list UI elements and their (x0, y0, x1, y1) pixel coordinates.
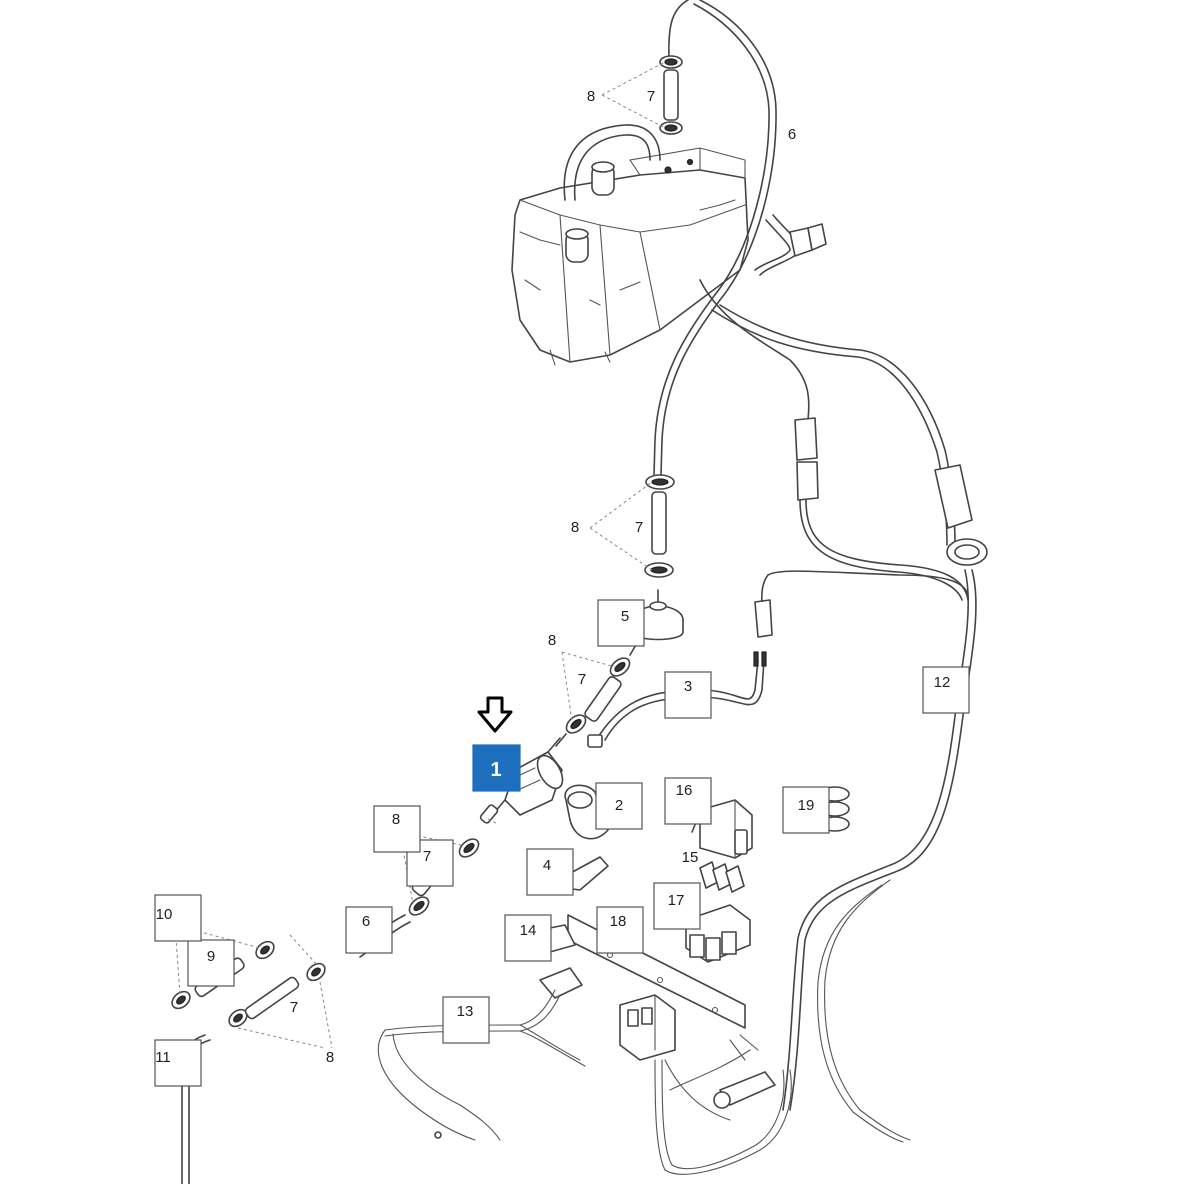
callout-5[interactable]: 5 (597, 599, 645, 647)
callout-14[interactable]: 14 (504, 914, 552, 962)
callout-2[interactable]: 2 (595, 782, 643, 830)
selection-arrow (477, 696, 513, 733)
svg-text:3: 3 (684, 678, 692, 695)
damper-part[interactable] (629, 589, 684, 656)
callout-7-bottom[interactable]: 7 (290, 999, 298, 1016)
svg-text:7: 7 (647, 88, 655, 105)
svg-text:12: 12 (934, 674, 951, 691)
callout-19[interactable]: 19 (782, 786, 830, 834)
callout-16[interactable]: 16 (664, 777, 712, 825)
svg-text:4: 4 (543, 857, 551, 874)
callout-15[interactable]: 15 (682, 849, 699, 866)
callout-1[interactable]: 1 (472, 744, 521, 792)
callout-3[interactable]: 3 (664, 671, 712, 719)
svg-text:5: 5 (621, 608, 629, 625)
heater-unit[interactable] (511, 124, 749, 366)
svg-text:1: 1 (490, 759, 501, 781)
callout-7-pump[interactable]: 7 (578, 671, 586, 688)
fuse-holder[interactable] (685, 904, 751, 963)
svg-text:6: 6 (788, 126, 796, 143)
svg-text:7: 7 (290, 999, 298, 1016)
svg-text:7: 7 (635, 519, 643, 536)
callout-7-mid[interactable]: 7 (635, 519, 643, 536)
svg-text:18: 18 (610, 913, 627, 930)
svg-text:8: 8 (548, 632, 556, 649)
callout-9[interactable]: 9 (187, 939, 235, 987)
down-arrow-icon (477, 696, 513, 733)
callout-8-pump[interactable]: 8 (548, 632, 556, 649)
svg-text:8: 8 (392, 811, 400, 828)
callout-7-top[interactable]: 7 (647, 88, 655, 105)
callout-4[interactable]: 4 (526, 848, 574, 896)
wiring-harness[interactable] (699, 214, 988, 1143)
callout-17[interactable]: 17 (653, 882, 701, 930)
svg-text:17: 17 (668, 892, 685, 909)
fuel-line[interactable] (653, 0, 777, 476)
svg-text:16: 16 (676, 782, 693, 799)
callout-6-fuel-line[interactable]: 6 (788, 126, 796, 143)
fuel-pickup-assembly[interactable] (169, 836, 482, 1184)
callout-18[interactable]: 18 (596, 906, 644, 954)
switch-block[interactable] (619, 994, 676, 1061)
wiring-loop[interactable] (654, 1034, 792, 1175)
svg-text:8: 8 (326, 1049, 334, 1066)
callout-8-mid[interactable]: 8 (571, 519, 579, 536)
svg-text:11: 11 (155, 1049, 171, 1066)
pump-hose-assembly[interactable] (555, 655, 633, 747)
fuses[interactable] (699, 861, 745, 893)
cable-13[interactable] (377, 989, 586, 1141)
svg-text:13: 13 (457, 1003, 474, 1020)
svg-text:7: 7 (423, 848, 431, 865)
top-hose-assembly[interactable] (659, 55, 683, 135)
svg-text:8: 8 (571, 519, 579, 536)
svg-text:7: 7 (578, 671, 586, 688)
callout-12[interactable]: 12 (922, 666, 970, 714)
callout-8-pickup[interactable]: 8 (373, 805, 421, 853)
svg-text:15: 15 (682, 849, 699, 866)
mid-hose-assembly[interactable] (644, 474, 675, 578)
svg-text:8: 8 (587, 88, 595, 105)
svg-text:10: 10 (156, 906, 173, 923)
callout-10[interactable]: 10 (154, 894, 202, 942)
callout-11[interactable]: 11 (154, 1039, 202, 1087)
callout-8-bottom[interactable]: 8 (326, 1049, 334, 1066)
svg-text:2: 2 (615, 797, 623, 814)
callout-6-hose[interactable]: 6 (345, 906, 393, 954)
callout-8-top[interactable]: 8 (587, 88, 595, 105)
relay[interactable] (691, 799, 753, 859)
svg-text:6: 6 (362, 913, 370, 930)
svg-text:9: 9 (207, 948, 215, 965)
svg-text:19: 19 (798, 797, 815, 814)
callout-13[interactable]: 13 (442, 996, 490, 1044)
svg-text:14: 14 (520, 922, 537, 939)
diagnostic-plug[interactable] (713, 1071, 776, 1109)
